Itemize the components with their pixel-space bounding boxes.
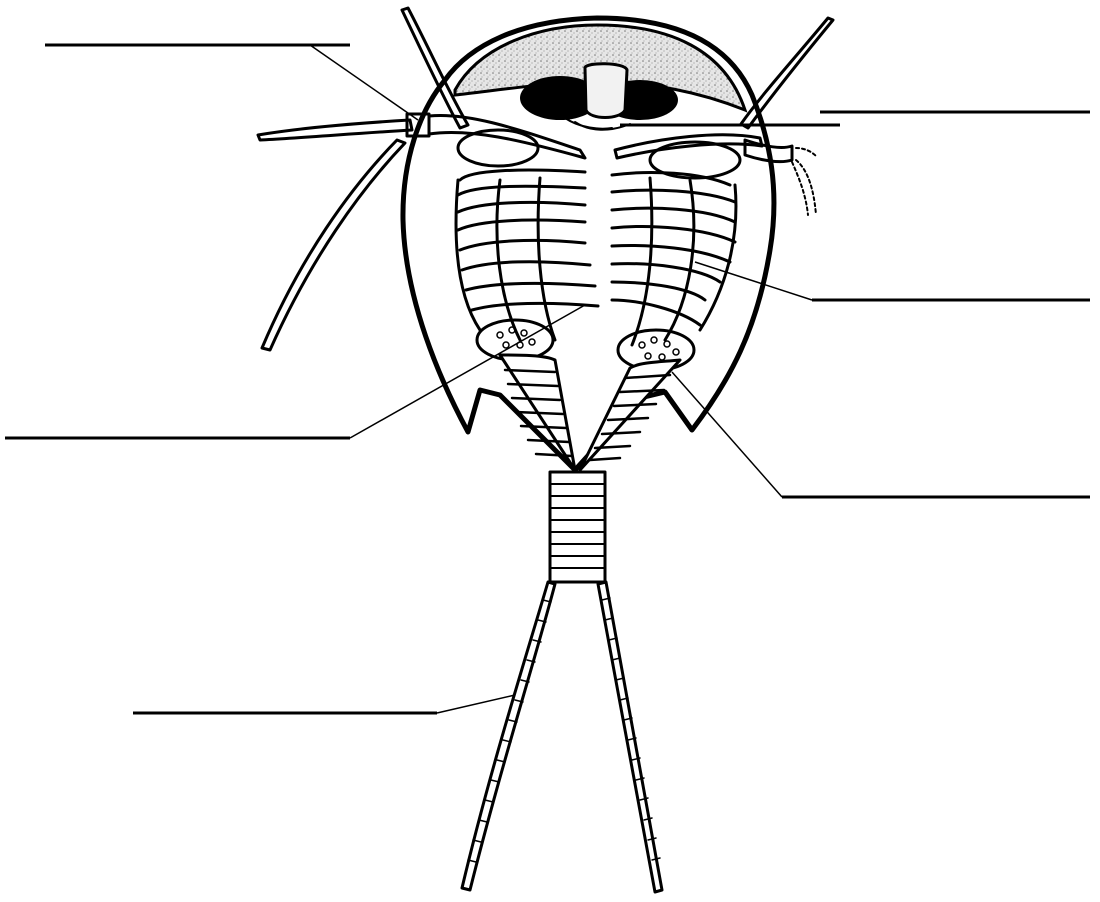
labrum [585, 64, 627, 118]
leader-top-left [310, 45, 418, 120]
leader-mid-right [695, 262, 812, 300]
thoracic-legs-right [612, 172, 736, 345]
telson [550, 472, 605, 582]
abdomen [500, 355, 680, 470]
leader-lower-right [672, 372, 782, 497]
thoracic-legs-left [456, 170, 598, 340]
leader-bottom-left [437, 695, 515, 713]
caudal-rami [462, 582, 662, 892]
